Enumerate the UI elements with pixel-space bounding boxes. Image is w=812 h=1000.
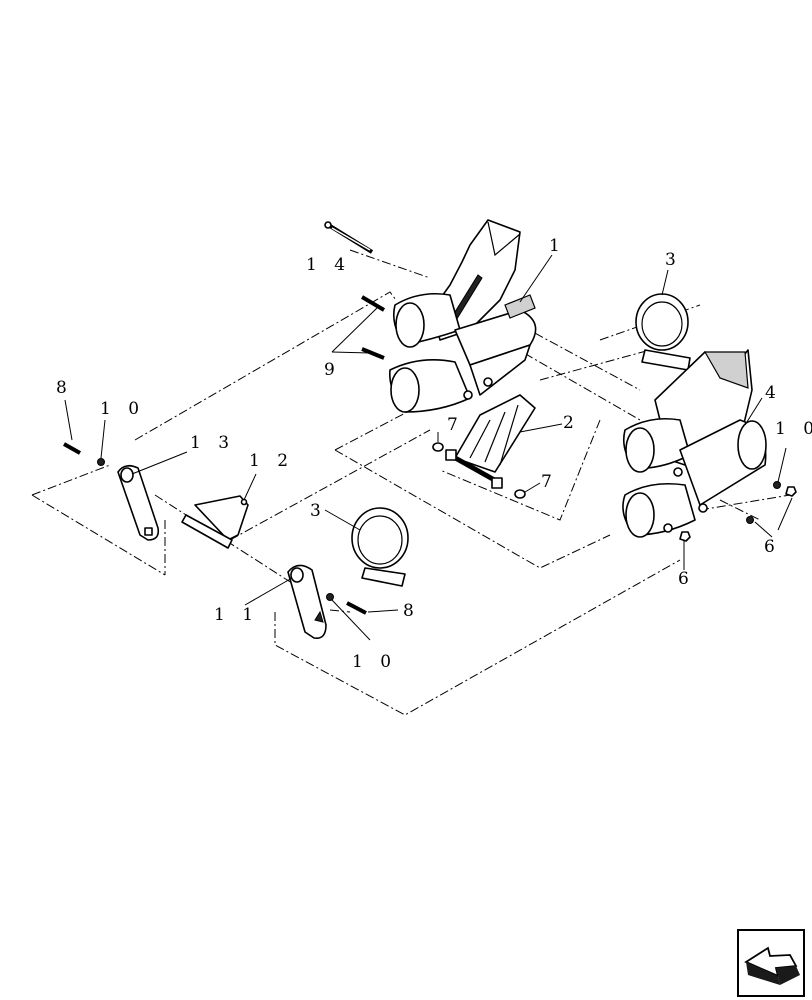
part-3-clamp-band-middle	[351, 507, 409, 587]
part-10-washers	[97, 458, 781, 601]
part-6-nuts	[679, 486, 797, 542]
callout-7-upper: 7	[447, 415, 464, 435]
callout-10-right: 1 0	[775, 419, 812, 439]
callout-12: 1 2	[249, 451, 294, 471]
callout-4: 4	[765, 383, 782, 403]
part-1-upper-duct	[388, 219, 537, 413]
callout-2: 2	[563, 413, 580, 433]
callout-10-middle: 1 0	[352, 652, 397, 672]
part-13-bracket	[117, 464, 160, 541]
callout-10-left: 1 0	[100, 399, 145, 419]
part-7-washers	[432, 442, 526, 499]
part-2-plate	[445, 394, 536, 489]
callout-9: 9	[324, 360, 341, 380]
part-3-clamp-band-upper	[635, 293, 691, 371]
callout-6-right: 6	[764, 537, 781, 557]
callout-leader-lines	[64, 254, 793, 641]
part-4-lower-duct	[622, 349, 767, 538]
callout-3-middle: 3	[310, 501, 327, 521]
callout-7-lower: 7	[541, 472, 558, 492]
part-8-bolts	[63, 442, 367, 615]
callout-1: 1	[549, 236, 566, 256]
callout-3-upper: 3	[665, 250, 682, 270]
callout-6-bottom: 6	[678, 569, 695, 589]
part-11-bracket	[287, 564, 327, 640]
callout-14: 1 4	[306, 255, 351, 275]
callout-8-right: 8	[403, 601, 420, 621]
part-12-wedge-bracket	[181, 495, 249, 549]
part-9-bolts	[360, 295, 386, 360]
callout-13: 1 3	[190, 433, 235, 453]
part-14-long-bolt	[324, 221, 374, 254]
previous-page-arrow-icon[interactable]	[737, 929, 805, 997]
callout-11: 1 1	[214, 605, 259, 625]
callout-8-left: 8	[56, 378, 73, 398]
callout-labels: 1 2 3 3 4 6 6 7 7 8 8 9 1 0 1 0 1 0 1 1 …	[56, 236, 812, 672]
